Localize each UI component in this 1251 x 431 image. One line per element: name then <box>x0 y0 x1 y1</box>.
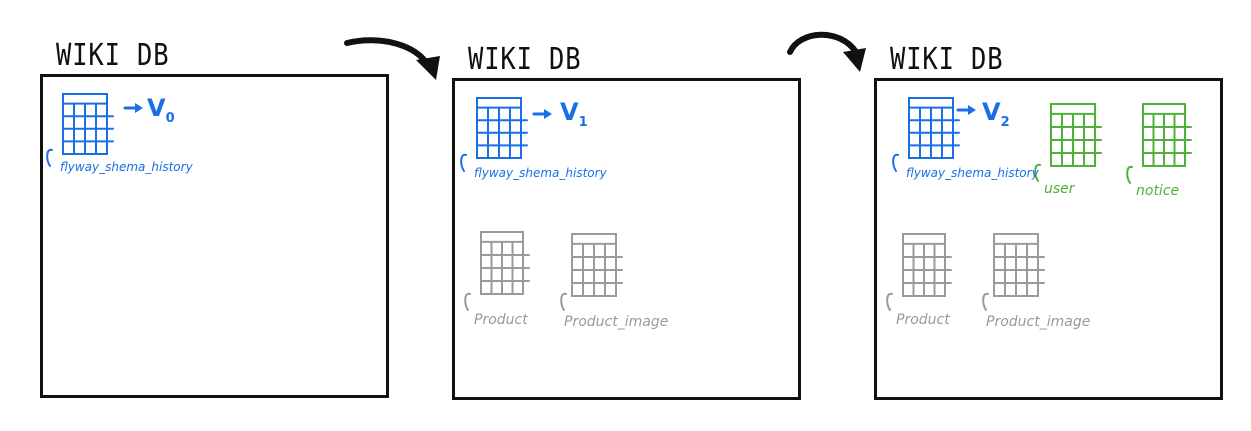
panel-3-history-table-icon <box>908 97 960 159</box>
panel-3-product-image-table-icon <box>993 233 1045 297</box>
panel-3-user-pointer-icon <box>1034 163 1041 182</box>
arrow-2-to-3-head-icon <box>843 48 866 72</box>
panel-3-version: V2 <box>982 98 1010 130</box>
panel-2-version-arrow-icon <box>532 109 552 119</box>
panel-2-db-box <box>452 78 801 400</box>
panel-2-version: V1 <box>560 98 588 130</box>
panel-1-history-pointer-icon <box>46 148 53 167</box>
panel-3-notice-pointer-icon <box>1126 165 1133 184</box>
arrow-2-to-3-icon <box>787 31 859 55</box>
panel-2-version-letter: V <box>560 98 579 126</box>
panel-3-user-table-icon <box>1050 103 1102 167</box>
panel-2-history-table-icon <box>476 97 528 159</box>
panel-2-title: WIKI DB <box>468 42 582 77</box>
panel-1-history-table-icon <box>62 93 114 155</box>
panel-2-product-image-label: Product_image <box>564 314 669 330</box>
panel-3-product-table-icon <box>902 233 952 297</box>
panel-3-version-number: 2 <box>1000 114 1010 130</box>
panel-2-product-pointer-icon <box>464 292 471 311</box>
panel-3-user-label: user <box>1044 181 1075 197</box>
panel-3-product-label: Product <box>896 312 950 328</box>
panel-2-product-image-pointer-icon <box>560 292 567 311</box>
panel-1-version: V0 <box>147 94 175 126</box>
panel-1-version-number: 0 <box>165 110 175 126</box>
panel-2-history-pointer-icon <box>460 153 467 172</box>
panel-3-version-arrow-icon <box>956 105 976 115</box>
panel-1-version-letter: V <box>147 94 166 122</box>
panel-3-product-image-pointer-icon <box>982 292 989 311</box>
panel-3-notice-table-icon <box>1142 103 1192 167</box>
panel-3-product-pointer-icon <box>886 292 893 311</box>
panel-3-history-label: flyway_shema_history <box>906 166 1039 180</box>
panel-3-product-image-label: Product_image <box>986 314 1091 330</box>
panel-1-history-label: flyway_shema_history <box>60 160 193 174</box>
panel-2-version-number: 1 <box>578 114 588 130</box>
panel-3-notice-label: notice <box>1136 183 1180 199</box>
panel-3-history-pointer-icon <box>892 153 899 172</box>
panel-2-product-image-table-icon <box>571 233 623 297</box>
panel-3-version-letter: V <box>982 98 1001 126</box>
panel-1-version-arrow-icon <box>123 103 143 113</box>
panel-1-title: WIKI DB <box>56 38 170 73</box>
panel-2-product-label: Product <box>474 312 528 328</box>
arrow-1-to-2-head-icon <box>416 56 440 80</box>
panel-2-history-label: flyway_shema_history <box>474 166 607 180</box>
panel-2-product-table-icon <box>480 231 530 295</box>
panel-3-title: WIKI DB <box>890 42 1004 77</box>
